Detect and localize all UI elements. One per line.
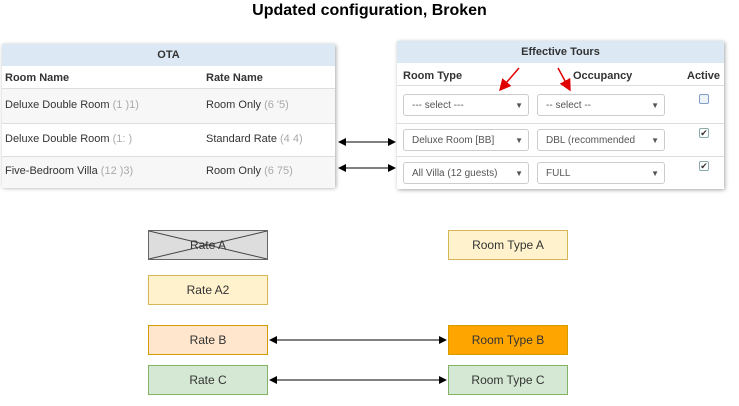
effective-tours-panel: Effective Tours Room Type Occupancy Acti… (397, 41, 724, 189)
red-pointer-arrow (499, 67, 520, 92)
rate-b-box: Rate B (148, 325, 268, 355)
effective-tours-header: Effective Tours (397, 41, 724, 63)
col-rate-name: Rate Name (206, 72, 263, 84)
chevron-down-icon: ▼ (515, 169, 523, 178)
active-checkbox[interactable]: ✔ (699, 161, 709, 171)
page-title: Updated configuration, Broken (252, 2, 487, 19)
red-pointer-arrow (557, 67, 571, 92)
active-checkbox[interactable] (699, 94, 709, 104)
ota-panel: OTA Room Name Rate Name Deluxe Double Ro… (2, 44, 335, 188)
rate-name-cell: Room Only (6 75) (206, 165, 293, 177)
occupancy-select[interactable]: DBL (recommended▼ (537, 129, 665, 151)
table-row: Deluxe Double Room (1: ) Standard Rate (… (2, 123, 335, 156)
rate-c-box: Rate C (148, 365, 268, 395)
col-active: Active (687, 70, 721, 82)
rate-name-cell: Room Only (6 '5) (206, 99, 289, 111)
room-type-a-box: Room Type A (448, 230, 568, 260)
chevron-down-icon: ▼ (651, 169, 659, 178)
ota-header: OTA (2, 44, 335, 66)
table-row: All Villa (12 guests)▼ FULL▼ ✔ (397, 156, 724, 190)
occupancy-select[interactable]: -- select --▼ (537, 94, 665, 116)
rate-name-cell: Standard Rate (4 4) (206, 133, 303, 145)
active-checkbox[interactable]: ✔ (699, 128, 709, 138)
table-row: --- select ---▼ -- select --▼ (397, 85, 724, 124)
table-row: Deluxe Double Room (1 )1) Room Only (6 '… (2, 88, 335, 123)
col-room-type: Room Type (403, 70, 463, 82)
rate-a-box: Rate A (148, 230, 268, 260)
table-row: Five-Bedroom Villa (12 )3) Room Only (6 … (2, 156, 335, 188)
rate-a2-box: Rate A2 (148, 275, 268, 305)
room-type-select[interactable]: --- select ---▼ (403, 94, 529, 116)
room-type-b-box: Room Type B (448, 325, 568, 355)
room-name-cell: Deluxe Double Room (1 )1) (5, 99, 139, 111)
cross-out-icon (149, 231, 267, 259)
room-type-c-box: Room Type C (448, 365, 568, 395)
chevron-down-icon: ▼ (651, 101, 659, 110)
col-occupancy: Occupancy (573, 70, 633, 82)
room-name-cell: Five-Bedroom Villa (12 )3) (5, 165, 134, 177)
col-room-name: Room Name (5, 72, 70, 84)
chevron-down-icon: ▼ (651, 136, 659, 145)
chevron-down-icon: ▼ (515, 101, 523, 110)
room-type-select[interactable]: All Villa (12 guests)▼ (403, 162, 529, 184)
occupancy-select[interactable]: FULL▼ (537, 162, 665, 184)
room-type-select[interactable]: Deluxe Room [BB]▼ (403, 129, 529, 151)
chevron-down-icon: ▼ (515, 136, 523, 145)
table-row: Deluxe Room [BB]▼ DBL (recommended▼ ✔ (397, 123, 724, 157)
room-name-cell: Deluxe Double Room (1: ) (5, 133, 133, 145)
